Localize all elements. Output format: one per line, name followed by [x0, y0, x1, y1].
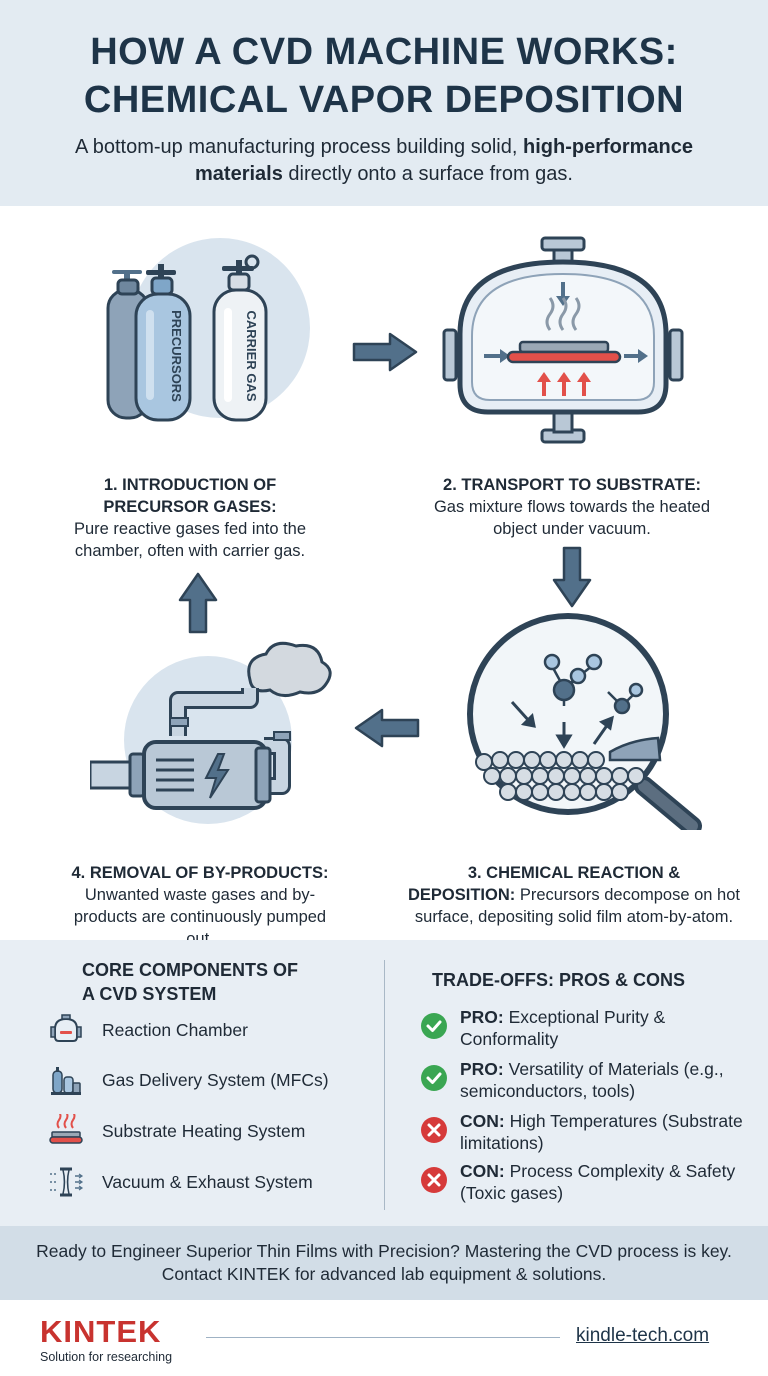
tradeoff-tag: CON:	[460, 1161, 505, 1181]
page-subtitle: A bottom-up manufacturing process buildi…	[40, 134, 728, 188]
tradeoffs-title: TRADE-OFFS: PROS & CONS	[432, 970, 686, 990]
footer: KINTEK Solution for researching kindle-t…	[0, 1300, 768, 1376]
deposition-magnifier-illustration	[467, 613, 702, 830]
component-vacuum-exhaust: Vacuum & Exhaust System	[46, 1165, 313, 1199]
component-reaction-chamber: Reaction Chamber	[46, 1013, 248, 1047]
tradeoff-pro-2: PRO: Versatility of Materials (e.g., sem…	[420, 1058, 750, 1102]
tradeoff-con-1: CON: High Temperatures (Substrate limita…	[420, 1110, 750, 1154]
precursors-label: PRECURSORS	[169, 310, 184, 402]
tradeoff-text: High Temperatures (Substrate limitations…	[460, 1111, 743, 1153]
reaction-chamber-illustration	[442, 236, 684, 444]
step-3-desc-text: Precursors decompose on hot surface, dep…	[414, 886, 740, 926]
component-gas-delivery: Gas Delivery System (MFCs)	[46, 1063, 329, 1097]
step-2-text: 2. TRANSPORT TO SUBSTRATE: Gas mixture f…	[412, 474, 732, 540]
tradeoff-tag: PRO:	[460, 1007, 504, 1027]
precursors-cylinder-icon: PRECURSORS	[134, 264, 192, 422]
title-line-1: HOW A CVD MACHINE WORKS:	[90, 31, 678, 73]
tradeoff-tag: CON:	[460, 1111, 505, 1131]
component-label: Reaction Chamber	[102, 1019, 248, 1040]
component-substrate-heating: Substrate Heating System	[46, 1114, 305, 1148]
vacuum-pump-illustration	[90, 641, 332, 824]
step-2-title: 2. TRANSPORT TO SUBSTRATE:	[443, 476, 701, 494]
tradeoff-text: Exceptional Purity & Conformality	[460, 1007, 666, 1049]
components-title-line-2: A CVD SYSTEM	[82, 984, 217, 1004]
carrier-gas-cylinder-icon: CARRIER GAS	[212, 254, 268, 422]
component-label: Vacuum & Exhaust System	[102, 1171, 313, 1192]
step-3-title-inline: DEPOSITION:	[408, 886, 516, 904]
cross-icon	[421, 1117, 447, 1143]
step-2-desc: Gas mixture flows towards the heated obj…	[433, 498, 711, 538]
brand-logo[interactable]: KINTEK	[40, 1314, 162, 1349]
tradeoff-pro-1: PRO: Exceptional Purity & Conformality	[420, 1006, 750, 1050]
step-1-title-line-2: PRECURSOR GASES:	[103, 498, 277, 516]
step-3-desc: DEPOSITION: Precursors decompose on hot …	[404, 884, 744, 928]
vacuum-pump-icon	[50, 1167, 84, 1197]
website-link[interactable]: kindle-tech.com	[576, 1325, 710, 1346]
carrier-gas-label: CARRIER GAS	[244, 310, 259, 401]
header-banner: HOW A CVD MACHINE WORKS: CHEMICAL VAPOR …	[0, 0, 768, 206]
step-1-title-line-1: 1. INTRODUCTION OF	[103, 476, 277, 494]
tradeoff-text: Process Complexity & Safety (Toxic gases…	[460, 1161, 736, 1203]
arrow-right-icon	[352, 332, 418, 372]
brand-tagline: Solution for researching	[40, 1350, 173, 1364]
cross-icon	[421, 1167, 447, 1193]
component-label: Gas Delivery System (MFCs)	[102, 1069, 329, 1090]
page-title: HOW A CVD MACHINE WORKS: CHEMICAL VAPOR …	[0, 28, 768, 124]
heater-icon	[49, 1114, 83, 1144]
subtitle-post: directly onto a surface from gas.	[288, 163, 573, 185]
step-1-desc: Pure reactive gases fed into the chamber…	[73, 520, 307, 560]
gas-cylinders-icon	[51, 1067, 81, 1095]
components-title: CORE COMPONENTS OF A CVD SYSTEM	[82, 958, 342, 1006]
step-3-text: 3. CHEMICAL REACTION & DEPOSITION: Precu…	[404, 862, 744, 928]
footer-divider	[206, 1337, 560, 1338]
check-icon	[421, 1065, 447, 1091]
subtitle-bold: high-performance materials	[195, 136, 694, 185]
components-title-line-1: CORE COMPONENTS OF	[82, 960, 299, 980]
cta-banner: Ready to Engineer Superior Thin Films wi…	[0, 1226, 768, 1300]
subtitle-pre: A bottom-up manufacturing process buildi…	[74, 136, 518, 158]
arrow-left-icon	[354, 708, 420, 748]
component-label: Substrate Heating System	[102, 1120, 306, 1141]
step-4-title: 4. REMOVAL OF BY-PRODUCTS:	[71, 864, 329, 882]
tradeoff-text: Versatility of Materials (e.g., semicond…	[460, 1059, 724, 1101]
tradeoff-con-2: CON: Process Complexity & Safety (Toxic …	[420, 1160, 750, 1204]
title-line-2: CHEMICAL VAPOR DEPOSITION	[83, 79, 685, 121]
reaction-chamber-icon	[50, 1014, 82, 1042]
gas-cylinders-illustration: PRECURSORS CARRIER GAS	[106, 238, 310, 422]
step-4-text: 4. REMOVAL OF BY-PRODUCTS: Unwanted wast…	[30, 862, 370, 950]
tradeoff-tag: PRO:	[460, 1059, 504, 1079]
arrow-up-icon	[178, 572, 218, 634]
step-1-text: 1. INTRODUCTION OF PRECURSOR GASES: Pure…	[40, 474, 340, 562]
step-1-title: 1. INTRODUCTION OF PRECURSOR GASES:	[40, 474, 340, 518]
cta-text: Ready to Engineer Superior Thin Films wi…	[36, 1241, 732, 1284]
arrow-down-icon	[552, 546, 592, 608]
step-3-title: 3. CHEMICAL REACTION &	[467, 864, 681, 882]
column-divider	[384, 960, 385, 1210]
check-icon	[421, 1013, 447, 1039]
